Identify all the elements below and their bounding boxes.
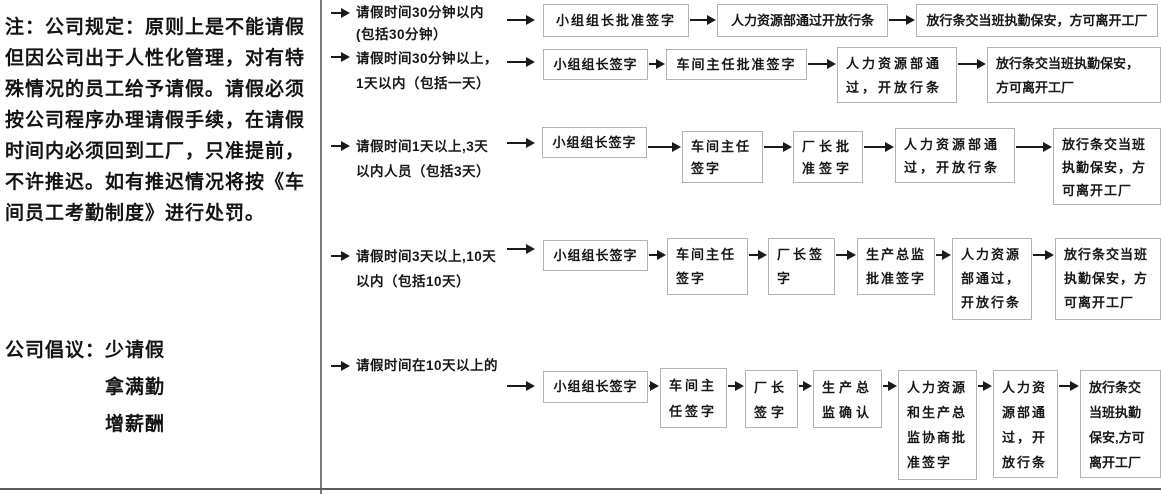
flow-step-box: 车间主任 签字 bbox=[682, 131, 763, 183]
flow-step-box: 生产总 监确认 bbox=[813, 370, 882, 428]
flow-arrow bbox=[728, 381, 744, 391]
row-head-arrow bbox=[331, 141, 350, 151]
row-head-arrow bbox=[331, 251, 350, 261]
flow-arrow bbox=[507, 15, 535, 25]
flow-step-box: 生产总监 批准签字 bbox=[857, 238, 935, 295]
company-proposal: 公司倡议： 少请假 拿满勤 增薪酬 bbox=[5, 332, 165, 443]
flow-arrow bbox=[507, 57, 535, 67]
row-head-arrow bbox=[331, 52, 350, 62]
proposal-items: 少请假 拿满勤 增薪酬 bbox=[105, 332, 165, 443]
flow-arrow bbox=[507, 138, 535, 148]
flow-step-box: 厂长 签字 bbox=[745, 370, 798, 428]
flow-arrow bbox=[889, 15, 915, 25]
proposal-item: 拿满勤 bbox=[105, 377, 166, 398]
flow-step-box: 人力资 源部通 过，开 放行条 bbox=[993, 370, 1058, 478]
flow-arrow bbox=[764, 142, 792, 152]
row-condition-label: 请假时间3天以上,10天 以内（包括10天） bbox=[356, 249, 497, 289]
row-condition-label: 请假时间在10天以上的 bbox=[356, 358, 499, 373]
flow-step-box: 厂长批 准签字 bbox=[793, 131, 863, 183]
flow-arrow bbox=[883, 381, 897, 391]
flow-step-box: 人力资源部通过开放行条 bbox=[717, 4, 888, 37]
row-head-arrow bbox=[331, 8, 350, 18]
flow-arrow bbox=[507, 381, 535, 391]
proposal-item: 增薪酬 bbox=[105, 414, 166, 435]
flow-arrow bbox=[1059, 381, 1079, 391]
flow-arrow bbox=[690, 15, 716, 25]
bottom-border-line bbox=[0, 488, 1161, 490]
flow-step-box: 人力资源 和生产总 监协商批 准签字 bbox=[898, 370, 977, 480]
flow-arrow bbox=[864, 142, 894, 152]
proposal-item: 少请假 bbox=[105, 340, 166, 361]
flow-arrow bbox=[649, 381, 659, 391]
flow-arrow bbox=[1016, 142, 1052, 152]
flow-step-box: 放行条交当班 执勤保安，方 可离开工厂 bbox=[1053, 128, 1161, 205]
flow-step-box: 人力资源 部通过， 开放行条 bbox=[952, 238, 1032, 320]
flow-step-box: 人力资源部通 过，开放行条 bbox=[837, 47, 957, 103]
flow-arrow bbox=[958, 59, 986, 69]
policy-note-text: 注：公司规定：原则上是不能请假 但因公司出于人性化管理，对有特 殊情况的员工给予… bbox=[5, 17, 306, 224]
flow-arrow bbox=[799, 381, 812, 391]
proposal-label: 公司倡议： bbox=[5, 340, 106, 361]
flow-step-box: 车间主任 签字 bbox=[667, 238, 748, 295]
flow-arrow bbox=[648, 142, 681, 152]
flow-arrow bbox=[749, 250, 767, 260]
row-condition-label: 请假时间30分钟以内 (包括30分钟） bbox=[356, 5, 485, 42]
panel-divider-line bbox=[320, 0, 322, 494]
flow-step-box: 放行条交当班执勤保安，方可离开工厂 bbox=[916, 4, 1158, 37]
flow-arrow bbox=[978, 381, 992, 391]
flow-step-box: 人力资源部通 过，开放行条 bbox=[895, 128, 1015, 183]
flow-arrow bbox=[1033, 250, 1054, 260]
flow-arrow bbox=[836, 250, 856, 260]
flow-arrow bbox=[507, 244, 535, 254]
flow-step-box: 小组组长签字 bbox=[543, 240, 648, 271]
flow-step-box: 放行条交当班执勤保安， 方可离开工厂 bbox=[987, 47, 1161, 103]
flow-step-box: 小组组长批准签字 bbox=[543, 4, 689, 37]
flow-step-box: 小组组长签字 bbox=[542, 127, 647, 158]
row-head-arrow bbox=[331, 361, 350, 371]
row-condition-label: 请假时间30分钟以上， 1天以内（包括一天） bbox=[356, 51, 499, 91]
flow-step-box: 厂长签 字 bbox=[768, 238, 835, 295]
flow-step-box: 小组组长签字 bbox=[543, 371, 648, 403]
flow-arrow bbox=[808, 59, 836, 69]
flow-step-box: 车间主 任签字 bbox=[660, 368, 727, 428]
flow-step-box: 车间主任批准签字 bbox=[666, 49, 807, 80]
flow-step-box: 放行条交 当班执勤 保安,方可 离开工厂 bbox=[1080, 370, 1161, 478]
flow-step-box: 放行条交当班 执勤保安，方 可离开工厂 bbox=[1055, 238, 1161, 320]
flow-arrow bbox=[936, 250, 951, 260]
flow-arrow bbox=[649, 250, 666, 260]
flow-arrow bbox=[649, 59, 665, 69]
flow-step-box: 小组组长签字 bbox=[543, 49, 648, 80]
row-condition-label: 请假时间1天以上,3天 以内人员（包括3天） bbox=[356, 139, 491, 179]
